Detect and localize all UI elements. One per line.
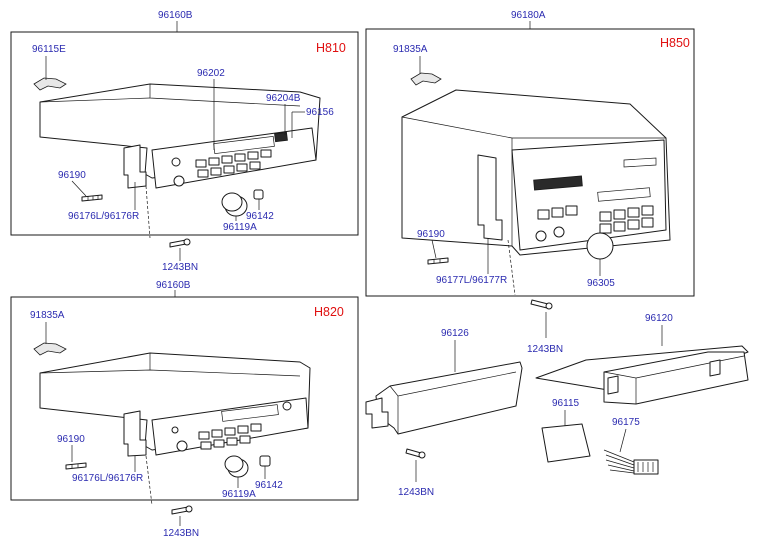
callout-knob-h850: 96305: [587, 278, 615, 289]
callout-side-bracket-h850: 96177L/96177R: [436, 275, 507, 286]
callout-side-bracket-h820: 96176L/96176R: [72, 473, 143, 484]
callout-knob-cap-h810: 96142: [246, 211, 274, 222]
callout-cassette-h810: 96202: [197, 68, 225, 79]
callout-case: 96126: [441, 328, 469, 339]
callout-bracket-h810: 96115E: [32, 44, 66, 55]
callout-pad: 96115: [552, 398, 580, 409]
assembly-label-h810: 96160B: [158, 10, 193, 21]
bolt-top: [169, 238, 191, 248]
assembly-label-h850: 96180A: [511, 10, 546, 21]
assembly-label-h820: 96160B: [156, 280, 191, 291]
harness-bracket: [535, 345, 749, 405]
callout-side-bracket-h810: 96176L/96176R: [68, 211, 139, 222]
bracket-icon: [410, 72, 442, 86]
connector: [603, 449, 659, 475]
callout-screw-h820: 96190: [57, 434, 85, 445]
callout-knob-h810: 96119A: [223, 222, 257, 233]
callout-bolt-case: 1243BN: [398, 487, 434, 498]
callout-mech-h810: 96156: [306, 107, 334, 118]
radio-h810: [33, 77, 321, 239]
callout-screw-h850: 96190: [417, 229, 445, 240]
callout-knob-h820: 96119A: [222, 489, 256, 500]
panel-frame-h820: [10, 296, 359, 501]
callout-knob-small-h810: 96204B: [266, 93, 301, 104]
callout-bolt-top: 1243BN: [162, 262, 198, 273]
callout-bracket-h850: 91835A: [393, 44, 428, 55]
callout-connector: 96175: [612, 417, 640, 428]
bolt-case: [405, 448, 426, 459]
model-label-h810: H810: [316, 41, 346, 55]
callout-bolt-right: 1243BN: [527, 344, 563, 355]
radio-case: [365, 361, 523, 435]
callout-knob-cap-h820: 96142: [255, 480, 283, 491]
bolt-right: [530, 299, 553, 310]
radio-h850: [401, 72, 671, 296]
callout-bolt-bottom-left: 1243BN: [163, 528, 199, 539]
pad: [541, 423, 591, 463]
panel-frame-h810: [10, 31, 359, 236]
bracket-icon: [33, 77, 67, 91]
model-label-h850: H850: [660, 36, 690, 50]
callout-screw-h810: 96190: [58, 170, 86, 181]
model-label-h820: H820: [314, 305, 344, 319]
callout-harness-bracket: 96120: [645, 313, 673, 324]
bracket-icon: [33, 342, 67, 356]
callout-bracket-h820: 91835A: [30, 310, 65, 321]
radio-h820: [33, 342, 311, 506]
bolt-bottom-left: [171, 505, 193, 515]
